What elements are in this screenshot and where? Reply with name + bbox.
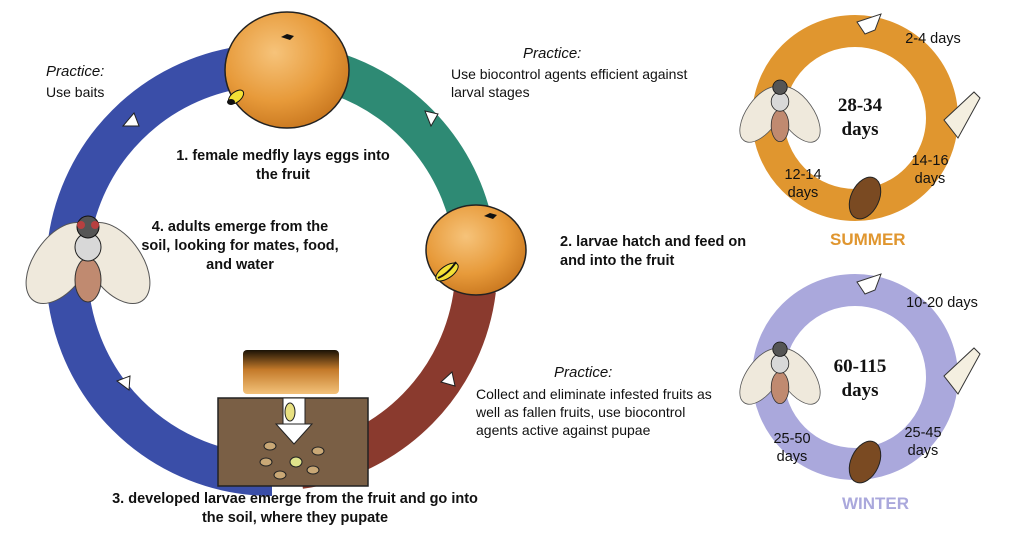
practice-text: Collect and eliminate infested fruits as… — [476, 386, 712, 438]
step-3-label: 3. developed larvae emerge from the frui… — [112, 491, 478, 526]
winter-larva-days: 25-45 days — [904, 425, 942, 459]
direction-arrow-icon — [121, 112, 140, 127]
practice-biocontrol-larval: Practice: Use biocontrol agents efficien… — [451, 45, 691, 101]
winter-pupa-days: 25-50 days — [773, 431, 811, 465]
egg-icon — [856, 273, 882, 295]
adult-fly-icon — [739, 341, 821, 405]
direction-arrow-icon — [424, 110, 439, 128]
fly-on-fruit-icon — [227, 89, 245, 105]
step-1-label: 1. female medfly lays eggs into the frui… — [176, 148, 390, 183]
summer-label: SUMMER — [830, 230, 906, 249]
winter-label: WINTER — [842, 494, 910, 513]
summer-larva-days: 14-16 days — [911, 153, 949, 187]
fruit-icon — [425, 204, 527, 296]
larva-icon — [943, 347, 981, 395]
adult-fly-icon — [25, 215, 151, 305]
soil-box — [217, 350, 369, 487]
practice-title: Practice: — [46, 63, 105, 80]
pupa-icon — [259, 441, 325, 480]
larva-icon — [943, 91, 981, 139]
practice-text: Use biocontrol agents efficient against … — [451, 66, 688, 100]
fruit-icon — [224, 11, 350, 129]
step-2-label: 2. larvae hatch and feed on and into the… — [560, 234, 747, 269]
summer-total-days: 28-34 days — [837, 95, 883, 140]
practice-title: Practice: — [523, 45, 582, 62]
practice-baits: Practice: Use baits — [46, 63, 136, 101]
pupa-icon — [848, 176, 882, 220]
direction-arrow-icon — [115, 375, 131, 391]
summer-egg-days: 2-4 days — [905, 31, 961, 47]
direction-arrow-icon — [439, 371, 456, 387]
practice-title: Practice: — [554, 364, 613, 381]
winter-egg-days: 10-20 days — [906, 295, 978, 311]
larva-in-fruit-icon — [435, 261, 459, 282]
step-4-label: 4. adults emerge from the soil, looking … — [141, 219, 339, 273]
practice-collect: Practice: Collect and eliminate infested… — [476, 364, 721, 439]
winter-total-days: 60-115 days — [833, 356, 887, 401]
pupa-icon — [848, 440, 882, 484]
egg-icon — [856, 13, 882, 35]
practice-text: Use baits — [46, 84, 105, 100]
summer-pupa-days: 12-14 days — [784, 167, 822, 201]
adult-fly-icon — [739, 79, 821, 143]
